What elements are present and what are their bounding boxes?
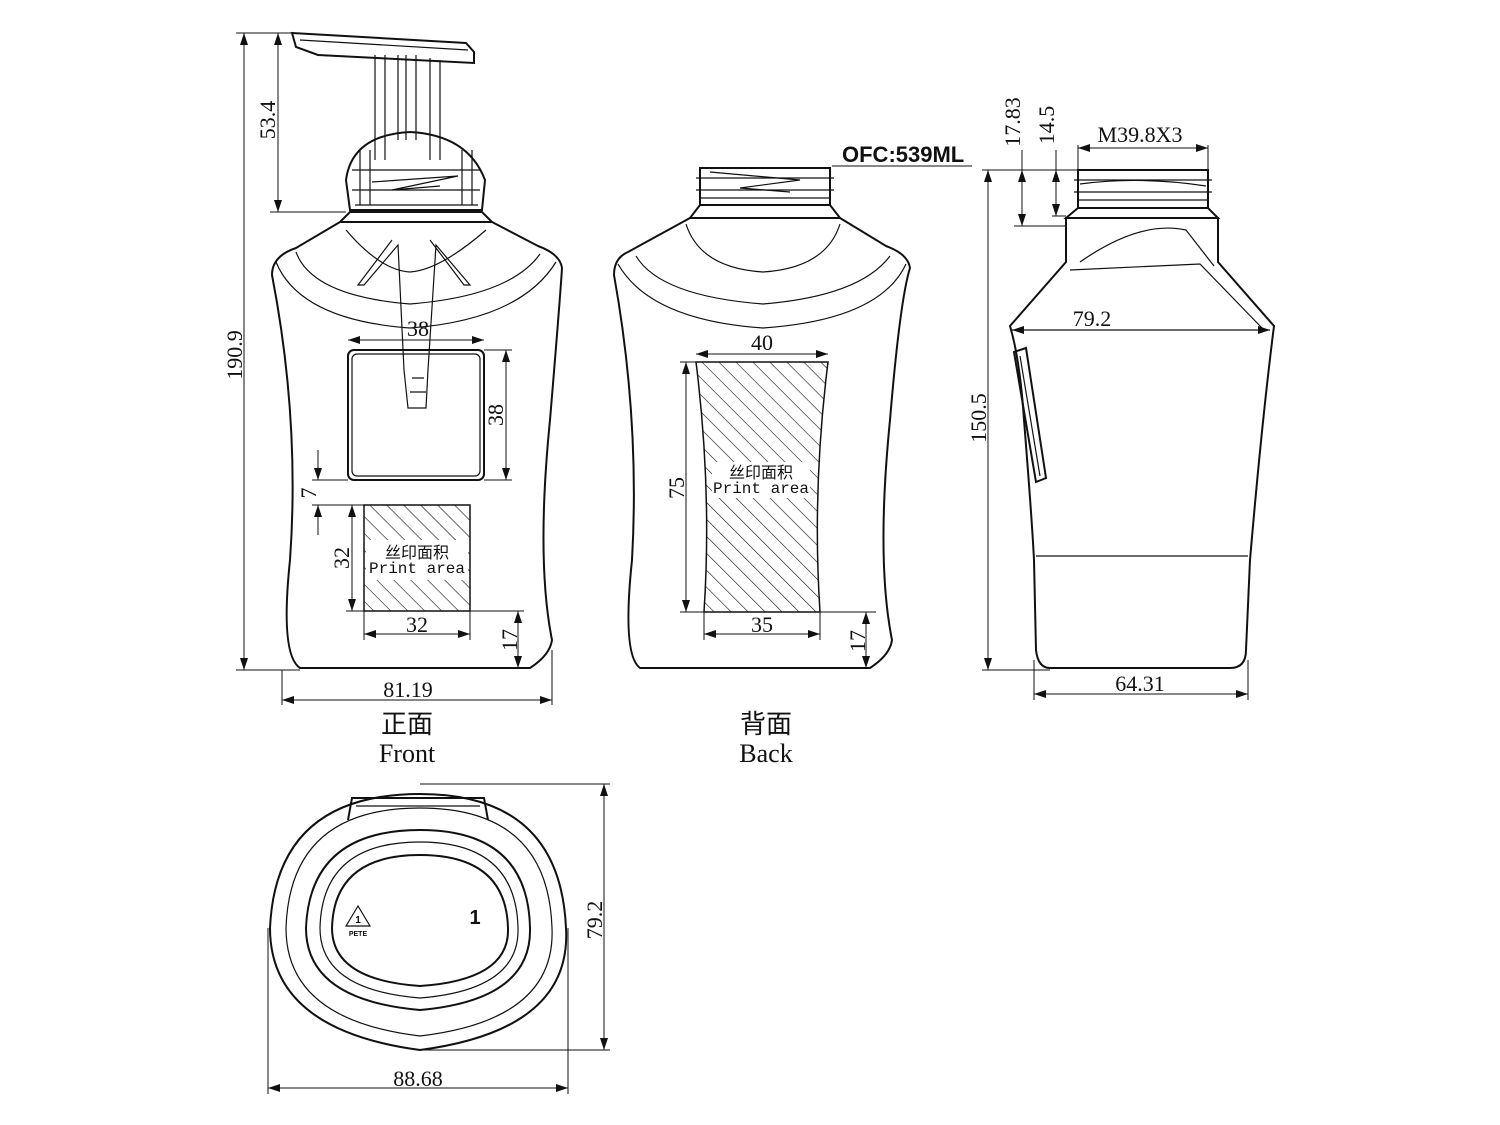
pump-stem	[374, 55, 441, 160]
dim-thread-spec: M39.8X3	[1098, 122, 1183, 147]
dim-back-height: 75	[664, 477, 689, 499]
pump-collar	[344, 130, 487, 211]
side-bottle-body	[1008, 217, 1276, 669]
dim-body-height: 150.5	[966, 393, 991, 443]
front-caption-en: Front	[379, 739, 436, 768]
dim-total-height: 190.9	[222, 330, 247, 380]
dim-print-width: 32	[406, 612, 428, 637]
dim-thread-height: 14.5	[1034, 106, 1059, 145]
back-capacity: OFC:539ML	[842, 142, 964, 167]
bottom-dimensions: 79.2 88.68	[267, 783, 610, 1094]
dim-bottom-width: 88.68	[393, 1066, 443, 1091]
dim-label-height: 38	[483, 404, 508, 426]
pump-actuator	[290, 31, 475, 65]
side-dimensions: M39.8X3 17.83 14.5 79.2 150.5	[966, 97, 1270, 700]
dim-front-bottom-offset: 17	[497, 629, 522, 651]
dim-pump-height: 53.4	[255, 101, 280, 140]
front-dimensions: 190.9 53.4 38 38 7	[222, 32, 553, 705]
side-neck-finish	[1077, 169, 1209, 209]
dim-gap: 7	[296, 488, 321, 499]
bottom-middle-ring	[304, 828, 532, 1012]
front-label-area	[347, 349, 485, 481]
back-caption-cn: 背面	[740, 710, 792, 739]
mold-cavity-number: 1	[469, 907, 480, 929]
dim-print-height: 32	[329, 547, 354, 569]
dim-shoulder-width: 79.2	[1073, 306, 1112, 331]
recycle-icon-number: 1	[355, 915, 361, 926]
front-view: 丝印面积 Print area 190.9 53.4 38	[222, 31, 564, 768]
dim-body-width: 81.19	[383, 677, 433, 702]
bottom-outer-outline	[268, 792, 568, 1052]
recycle-code: PETE	[349, 931, 368, 938]
dim-bottom-depth: 79.2	[582, 901, 607, 940]
bottom-inner-panel	[330, 853, 510, 988]
front-print-label-cn: 丝印面积	[385, 544, 449, 563]
dim-back-bottom-offset: 17	[845, 630, 870, 652]
back-neck-finish	[699, 167, 831, 206]
back-caption-en: Back	[739, 739, 792, 768]
dim-back-bottom-width: 35	[751, 612, 773, 637]
back-print-label-cn: 丝印面积	[729, 464, 793, 483]
front-print-label-en: Print area	[369, 560, 465, 578]
dim-label-width: 38	[407, 316, 429, 341]
front-bottle-body	[270, 221, 564, 669]
back-print-label-en: Print area	[713, 480, 809, 498]
recycle-icon: 1 PETE	[344, 904, 372, 938]
back-dimensions: 40 75 35 17	[664, 330, 876, 668]
back-view: 丝印面积 Print area OFC:539ML 40 75 35	[612, 142, 972, 768]
back-bottle-body	[612, 217, 912, 669]
dim-base-width: 64.31	[1115, 671, 1165, 696]
front-caption-cn: 正面	[381, 710, 433, 739]
dip-tube	[356, 239, 472, 371]
bottom-gate-tab	[347, 797, 489, 821]
dim-neck-height: 17.83	[1000, 97, 1025, 147]
side-handle	[1012, 346, 1048, 484]
side-view: M39.8X3 17.83 14.5 79.2 150.5	[966, 97, 1276, 700]
dim-back-top-width: 40	[751, 330, 773, 355]
bottom-view: 1 PETE 1 79.2 88.68	[267, 783, 610, 1094]
